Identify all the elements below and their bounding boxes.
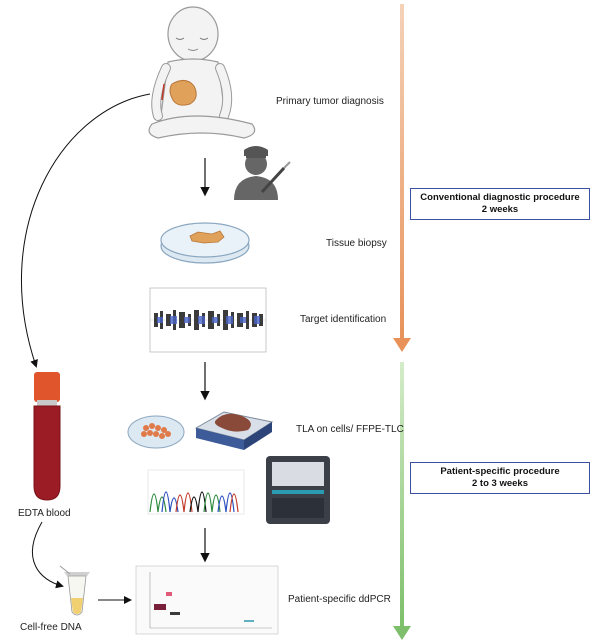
cells-dish-icon <box>127 415 185 449</box>
ffpe-block-icon <box>194 411 274 450</box>
step-label-target-identification: Target identification <box>300 314 387 325</box>
sequencing-trace-icon <box>147 469 245 515</box>
arrow-blood-to-cfdna <box>31 521 64 589</box>
conventional-procedure-box: Conventional diagnostic procedure 2 week… <box>410 188 590 220</box>
baby-illustration <box>148 6 256 139</box>
step-label-ddpcr: Patient-specific ddPCR <box>288 594 391 605</box>
ddpcr-plot <box>135 565 279 635</box>
step-label-cell-free-dna: Cell-free DNA <box>20 622 82 633</box>
target-identification-plot <box>149 287 267 353</box>
step-label-tla: TLA on cells/ FFPE-TLC <box>296 424 404 435</box>
step-label-primary-tumor-diagnosis: Primary tumor diagnosis <box>276 96 384 107</box>
patient-specific-procedure-box: Patient-specific procedure 2 to 3 weeks <box>410 462 590 494</box>
patient-specific-procedure-duration: 2 to 3 weeks <box>472 478 528 489</box>
step-label-tissue-biopsy: Tissue biopsy <box>326 238 387 249</box>
patient-specific-timeline-arrow <box>393 362 411 640</box>
arrow-diagnosis-to-blood <box>21 93 151 368</box>
conventional-timeline-arrow <box>393 4 411 352</box>
step-label-edta-blood: EDTA blood <box>18 508 71 519</box>
cell-free-dna-tube-icon <box>59 565 90 616</box>
patient-specific-procedure-title: Patient-specific procedure <box>440 466 560 477</box>
conventional-procedure-title: Conventional diagnostic procedure <box>420 192 580 203</box>
conventional-procedure-duration: 2 weeks <box>481 204 519 215</box>
sequencer-icon <box>266 456 330 524</box>
surgeon-icon <box>234 146 291 200</box>
petri-dish-icon <box>160 222 250 264</box>
edta-blood-tube-icon <box>33 372 61 501</box>
